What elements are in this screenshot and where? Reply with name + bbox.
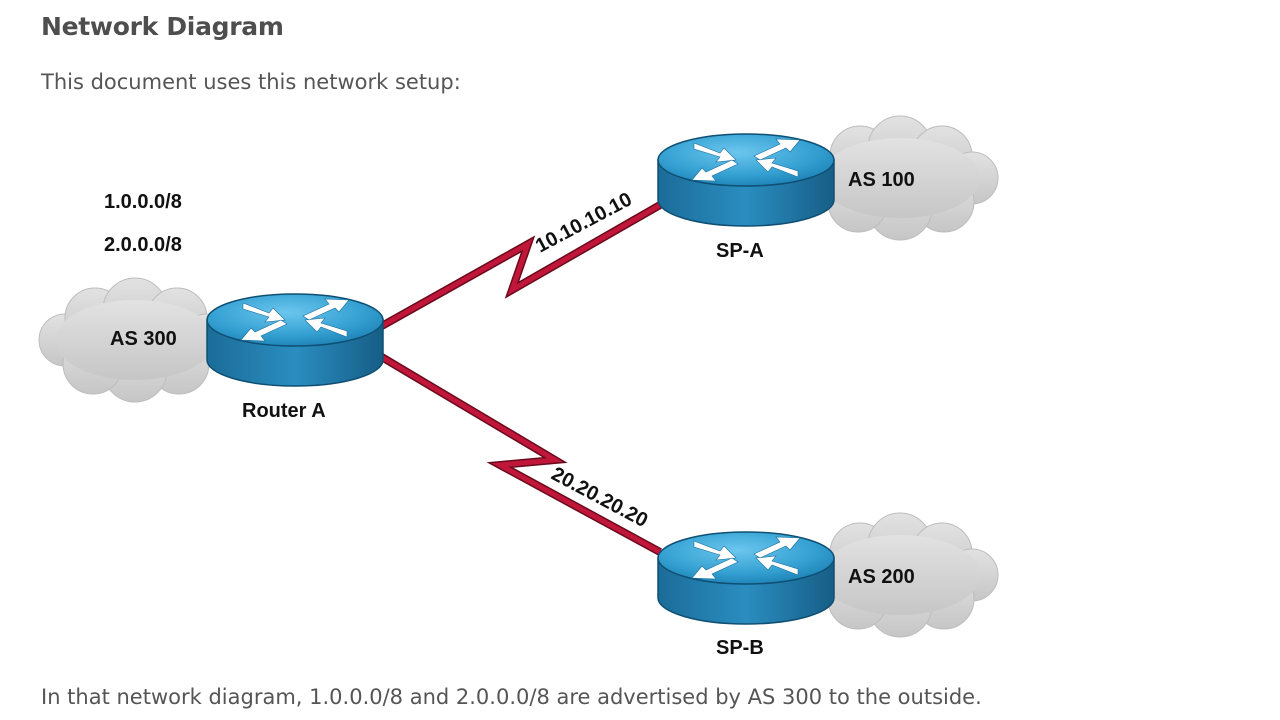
prefix-label-2: 2.0.0.0/8 xyxy=(104,234,182,256)
router-name-router-a: Router A xyxy=(242,400,326,422)
as-label-as200: AS 200 xyxy=(848,566,915,588)
intro-text: This document uses this network setup: xyxy=(41,70,461,94)
serial-link-routera-spb xyxy=(377,352,662,556)
router-spb-icon xyxy=(657,531,835,625)
prefix-label-1: 1.0.0.0/8 xyxy=(104,191,182,213)
network-diagram: 1.0.0.0/8 2.0.0.0/8 AS 300 AS 100 AS 200… xyxy=(38,115,999,659)
page-title: Network Diagram xyxy=(41,12,284,41)
as-label-as100: AS 100 xyxy=(848,169,915,191)
router-spa-icon xyxy=(657,133,835,227)
as-label-as300: AS 300 xyxy=(110,328,177,350)
router-name-spb: SP-B xyxy=(716,637,764,659)
caption-text: In that network diagram, 1.0.0.0/8 and 2… xyxy=(41,685,982,709)
router-a-icon xyxy=(206,293,384,387)
router-name-spa: SP-A xyxy=(716,240,764,262)
